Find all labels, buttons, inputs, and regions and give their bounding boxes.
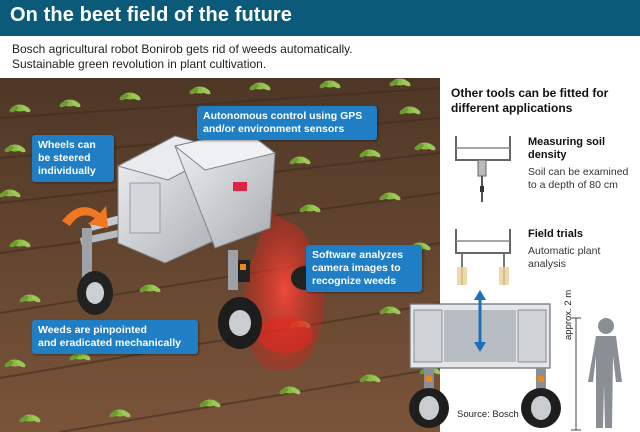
callout-software-line-3: recognize weeds	[312, 275, 397, 287]
tool-2-title: Field trials	[528, 228, 583, 241]
tool-2-desc-line-2: analysis	[528, 258, 566, 270]
callout-autonomous: Autonomous control using GPS and/or envi…	[197, 106, 377, 140]
subtitle-line-1: Bosch agricultural robot Bonirob gets ri…	[12, 42, 353, 56]
callout-wheels: Wheels can be steered individually	[32, 135, 114, 182]
callout-software-line-1: Software analyzes	[312, 249, 404, 261]
subtitle: Bosch agricultural robot Bonirob gets ri…	[12, 42, 432, 72]
human-silhouette-icon	[588, 318, 622, 428]
callout-weeds: Weeds are pinpointed and eradicated mech…	[32, 320, 198, 354]
tool-1-desc-line-2: to a depth of 80 cm	[528, 179, 618, 191]
source-label: Source: Bosch	[457, 409, 519, 420]
tool-2-desc: Automatic plant analysis	[528, 245, 600, 271]
callout-software: Software analyzes camera images to recog…	[306, 245, 422, 292]
callout-wheels-line-2: be steered	[38, 152, 91, 164]
callout-autonomous-line-1: Autonomous control using GPS	[203, 110, 363, 122]
soil-probe-tool-icon	[455, 136, 511, 202]
page-title: On the beet field of the future	[10, 4, 292, 26]
tools-heading-line-2: different applications	[451, 101, 573, 115]
height-label: approx. 2 m	[563, 289, 574, 340]
laser-spot	[257, 317, 313, 353]
subtitle-line-2: Sustainable green revolution in plant cu…	[12, 57, 267, 71]
tool-2-desc-line-1: Automatic plant	[528, 245, 601, 257]
callout-wheels-line-3: individually	[38, 165, 96, 177]
callout-weeds-line-2: and eradicated mechanically	[38, 337, 181, 349]
steering-arrow	[62, 206, 108, 228]
callout-autonomous-line-2: and/or environment sensors	[203, 123, 345, 135]
tools-heading-line-1: Other tools can be fitted for	[451, 86, 609, 100]
tool-1-title-line-1: Measuring soil	[528, 136, 606, 148]
tool-2-title-line-1: Field trials	[528, 228, 584, 240]
callout-weeds-line-1: Weeds are pinpointed	[38, 324, 147, 336]
bonirob-robot	[62, 129, 319, 349]
robot-size-comparison	[409, 290, 622, 431]
callout-wheels-line-1: Wheels can	[38, 139, 96, 151]
tool-1-desc-line-1: Soil can be examined	[528, 166, 629, 178]
tools-heading: Other tools can be fitted for different …	[451, 86, 636, 116]
tool-1-title: Measuring soil density	[528, 136, 605, 162]
tool-1-title-line-2: density	[528, 149, 567, 161]
field-trials-tool-icon	[455, 229, 511, 285]
tool-1-desc: Soil can be examined to a depth of 80 cm	[528, 166, 628, 192]
title-bar: On the beet field of the future	[0, 0, 640, 36]
callout-software-line-2: camera images to	[312, 262, 401, 274]
